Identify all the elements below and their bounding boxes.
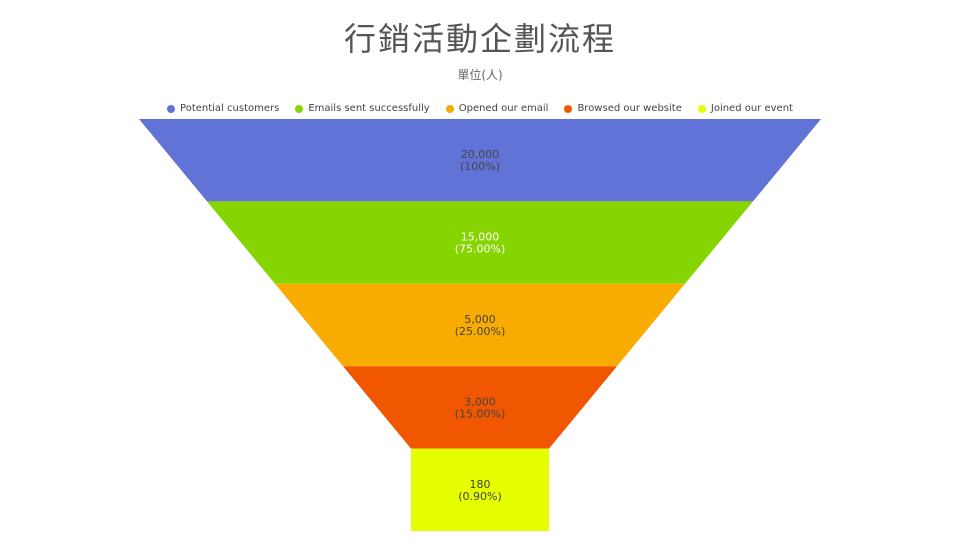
segment-percent-label: (25.00%) (455, 325, 506, 338)
legend-swatch (697, 104, 706, 113)
segment-value-label: 3,000 (464, 395, 496, 408)
legend-label: Emails sent successfully (308, 103, 430, 114)
chart-title: 行銷活動企劃流程 (343, 20, 616, 58)
legend-item[interactable]: Opened our email (445, 103, 549, 114)
chart-legend: Potential customers Emails sent successfu… (0, 103, 960, 114)
segment-percent-label: (0.90%) (458, 490, 502, 503)
legend-item[interactable]: Emails sent successfully (295, 103, 430, 114)
legend-item[interactable]: Joined our event (697, 103, 793, 114)
segment-percent-label: (100%) (460, 160, 500, 173)
segment-value-label: 15,000 (461, 231, 500, 244)
funnel-segment[interactable] (411, 448, 549, 531)
funnel-segment[interactable] (275, 283, 685, 367)
funnel-segment[interactable] (139, 119, 821, 202)
legend-item[interactable]: Potential customers (167, 103, 279, 114)
legend-label: Browsed our website (577, 103, 682, 114)
chart-subtitle: 單位(人) (457, 68, 503, 82)
funnel-segment[interactable] (207, 201, 753, 284)
segment-percent-label: (75.00%) (455, 243, 506, 256)
legend-label: Opened our email (458, 103, 549, 114)
funnel-segment[interactable] (343, 366, 617, 449)
legend-swatch (167, 104, 176, 113)
legend-label: Potential customers (180, 103, 280, 114)
segment-value-label: 20,000 (461, 148, 500, 161)
legend-swatch (295, 104, 304, 113)
legend-item[interactable]: Browsed our website (564, 103, 682, 114)
segment-percent-label: (15.00%) (455, 407, 506, 420)
legend-label: Joined our event (710, 103, 793, 114)
legend-swatch (445, 104, 454, 113)
segment-value-label: 5,000 (464, 313, 496, 326)
legend-swatch (564, 104, 573, 113)
segment-value-label: 180 (470, 478, 491, 491)
